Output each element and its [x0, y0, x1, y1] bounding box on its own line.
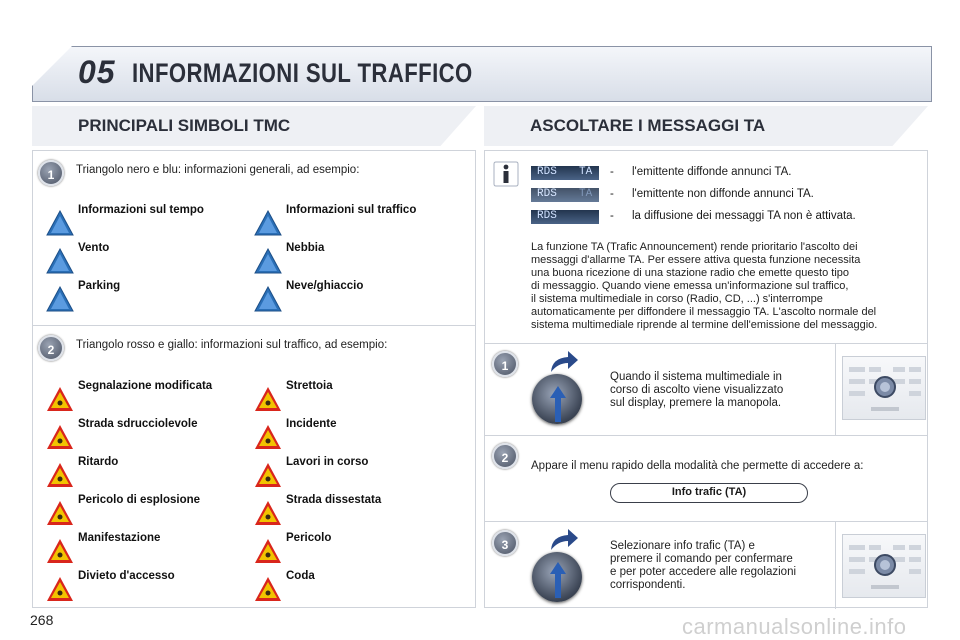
symbol-label: Manifestazione	[78, 532, 161, 544]
info-triangle-icon	[254, 285, 282, 312]
page-number: 268	[30, 612, 54, 628]
watermark: carmanualsonline.info	[682, 614, 907, 639]
symbol-label: Neve/ghiaccio	[286, 280, 364, 292]
info-triangle-icon	[254, 247, 282, 274]
warning-triangle-icon	[46, 576, 74, 602]
section-title: ASCOLTARE I MESSAGGI TA	[530, 116, 766, 135]
symbol-label: Segnalazione modificata	[78, 380, 213, 392]
symbol-label: Pericolo	[286, 532, 332, 544]
symbol-label: Divieto d'accesso	[78, 570, 175, 582]
page-title: INFORMAZIONI SUL TRAFFICO	[132, 58, 473, 88]
step3-text: Selezionare info trafic (TA) e premere i…	[610, 540, 797, 591]
section-title: PRINCIPALI SIMBOLI TMC	[78, 116, 291, 135]
step1-text: Quando il sistema multimediale in corso …	[610, 371, 784, 409]
header-bar	[32, 46, 932, 102]
warning-triangle-icon	[254, 424, 282, 450]
info-triangle-icon	[46, 209, 74, 236]
ta-label: TA	[579, 188, 593, 200]
info-triangle-icon	[254, 209, 282, 236]
step-badge: 2	[492, 443, 518, 469]
press-arrow-icon	[548, 348, 580, 374]
warning-triangle-icon	[254, 386, 282, 412]
step-badge: 1	[38, 160, 64, 186]
radio-panel-image	[842, 534, 926, 598]
ta-description: La funzione TA (Trafic Announcement) ren…	[531, 241, 878, 331]
rds-ta-active-indicator: RDS TA	[531, 166, 599, 180]
divider	[485, 435, 927, 436]
symbol-label: Lavori in corso	[286, 456, 369, 468]
symbol-label: Incidente	[286, 418, 337, 430]
warning-triangle-icon	[46, 462, 74, 488]
section-heading-ta: ASCOLTARE I MESSAGGI TA	[484, 106, 928, 146]
symbol-label: Ritardo	[78, 456, 119, 468]
symbol-label: Strada dissestata	[286, 494, 382, 506]
symbol-label: Informazioni sul traffico	[286, 204, 417, 216]
symbol-label: Nebbia	[286, 242, 325, 254]
warning-triangle-icon	[46, 538, 74, 564]
warning-triangle-icon	[254, 462, 282, 488]
step2-text: Appare il menu rapido della modalità che…	[531, 460, 864, 472]
symbol-label: Vento	[78, 242, 110, 254]
arrow-up-icon	[548, 386, 568, 422]
step-badge: 1	[492, 351, 518, 377]
step-badge: 3	[492, 530, 518, 556]
warning-triangle-icon	[46, 424, 74, 450]
symbol-label: Informazioni sul tempo	[78, 204, 204, 216]
info-triangle-icon	[46, 285, 74, 312]
rds-label: RDS	[537, 166, 557, 178]
arrow-up-icon	[548, 562, 568, 598]
divider	[485, 521, 927, 522]
group2-intro: Triangolo rosso e giallo: informazioni s…	[76, 339, 388, 351]
info-triangle-icon	[46, 247, 74, 274]
symbol-label: Parking	[78, 280, 121, 292]
divider	[835, 521, 836, 609]
step-badge: 2	[38, 335, 64, 361]
press-arrow-icon	[548, 526, 580, 552]
radio-panel-image	[842, 356, 926, 420]
warning-triangle-icon	[46, 386, 74, 412]
chapter-number: 05	[78, 54, 116, 90]
rds-label: RDS	[537, 188, 557, 200]
divider	[835, 343, 836, 435]
info-icon	[492, 160, 520, 188]
divider	[33, 325, 475, 326]
group1-intro: Triangolo nero e blu: informazioni gener…	[76, 164, 360, 176]
warning-triangle-icon	[254, 500, 282, 526]
rds-label: RDS	[537, 210, 557, 222]
warning-triangle-icon	[254, 538, 282, 564]
symbol-label: Pericolo di esplosione	[78, 494, 201, 506]
symbol-label: Coda	[286, 570, 315, 582]
ta-label: TA	[579, 166, 593, 178]
tmc-panel	[32, 150, 476, 608]
info-trafic-menu-option[interactable]: Info trafic (TA)	[610, 483, 808, 503]
symbol-label: Strettoia	[286, 380, 333, 392]
symbol-label: Strada sdrucciolevole	[78, 418, 198, 430]
warning-triangle-icon	[254, 576, 282, 602]
warning-triangle-icon	[46, 500, 74, 526]
section-heading-tmc: PRINCIPALI SIMBOLI TMC	[32, 106, 476, 146]
divider	[485, 343, 927, 344]
rds-ta-dim-indicator: RDS TA	[531, 188, 599, 202]
chapter-header: 05 INFORMAZIONI SUL TRAFFICO	[32, 46, 932, 102]
rds-only-indicator: RDS	[531, 210, 599, 224]
